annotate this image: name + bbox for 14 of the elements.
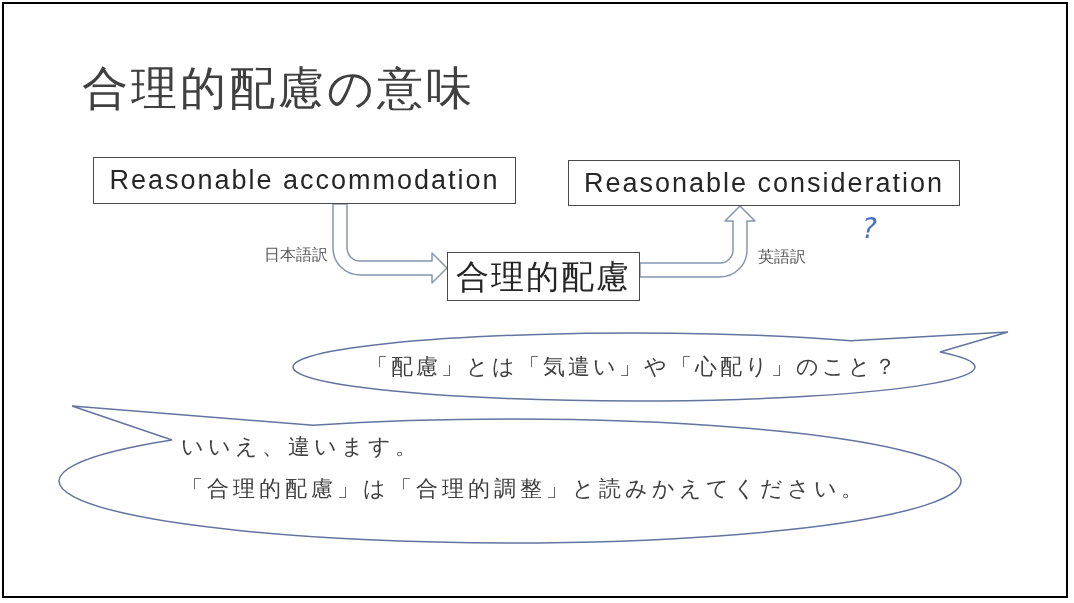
term-text: 合理的配慮: [456, 256, 631, 297]
term-box: [568, 160, 960, 206]
bubble-text: 「配慮」とは「気遣い」や「心配り」のこと？: [366, 353, 899, 381]
bent-arrow: [639, 205, 756, 278]
bubble-text: いいえ、違います。: [181, 433, 421, 461]
term-box: [93, 157, 516, 204]
edge-label: 英語訳: [756, 247, 808, 267]
bubble-text: 「合理的配慮」は「合理的調整」と読みかえてください。: [181, 475, 867, 503]
slide-title: 合理的配慮の意味: [82, 60, 475, 116]
term-text: Reasonable accommodation: [109, 164, 500, 197]
term-text: Reasonable consideration: [583, 166, 945, 200]
bent-arrow: [332, 203, 448, 284]
term-box: [447, 252, 640, 301]
question-mark: ?: [862, 214, 877, 245]
